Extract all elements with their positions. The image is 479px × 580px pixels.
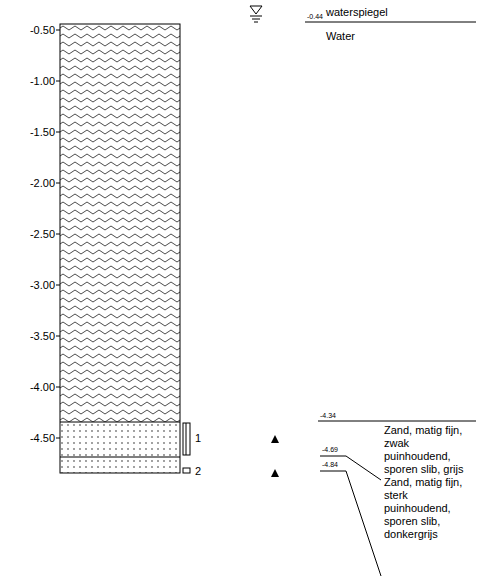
- depth-scale: -2.50: [30, 229, 55, 240]
- depth-scale: -3.00: [30, 280, 55, 291]
- scale-tick: [56, 183, 60, 184]
- layer-label: waterspiegel: [326, 7, 388, 18]
- scale-tick: [56, 387, 60, 388]
- layer-description: Water: [326, 31, 355, 42]
- depth-label: -4.34: [320, 412, 336, 419]
- depth-scale: -4.00: [30, 382, 55, 393]
- scale-tick: [56, 81, 60, 82]
- scale-tick: [56, 132, 60, 133]
- sample-number: 2: [195, 466, 201, 477]
- scale-tick: [56, 438, 60, 439]
- scale-tick: [56, 234, 60, 235]
- scale-tick: [56, 30, 60, 31]
- depth-label: -4.84: [322, 461, 338, 468]
- scale-tick: [56, 336, 60, 337]
- scale-tick: [56, 285, 60, 286]
- depth-scale: -1.00: [30, 76, 55, 87]
- depth-scale: -1.50: [30, 127, 55, 138]
- depth-scale: -4.50: [30, 433, 55, 444]
- depth-label: -4.69: [322, 446, 338, 453]
- layer-description: Zand, matig fijn, zwak puinhoudend, spor…: [384, 424, 477, 476]
- layer-description: Zand, matig fijn, sterk puinhoudend, spo…: [384, 476, 477, 541]
- depth-scale: -3.50: [30, 331, 55, 342]
- depth-scale: -0.50: [30, 25, 55, 36]
- depth-label: -0.44: [307, 13, 323, 20]
- sample-number: 1: [195, 433, 201, 444]
- depth-scale: -2.00: [30, 178, 55, 189]
